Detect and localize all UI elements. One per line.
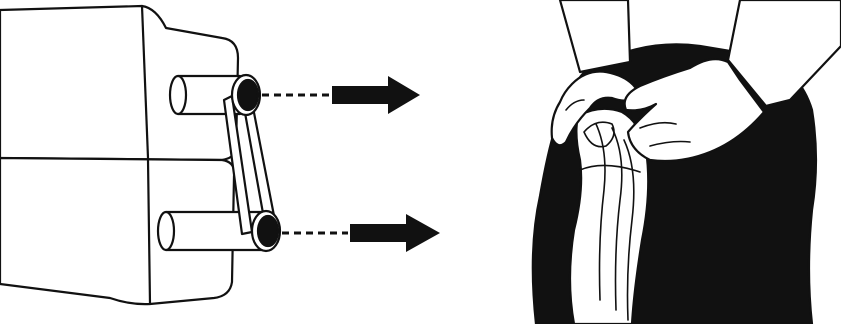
upper-arrow (332, 76, 420, 114)
left-sleeve (560, 0, 630, 72)
lower-pulley-hub (258, 216, 278, 246)
lower-arrow (350, 214, 440, 252)
upper-shaft-end (170, 76, 186, 114)
upper-pulley-hub (238, 80, 258, 110)
knee-figure (533, 0, 841, 324)
motion-arrows (262, 76, 440, 252)
linkage-figure (0, 6, 280, 304)
lower-shaft-end (158, 212, 174, 250)
